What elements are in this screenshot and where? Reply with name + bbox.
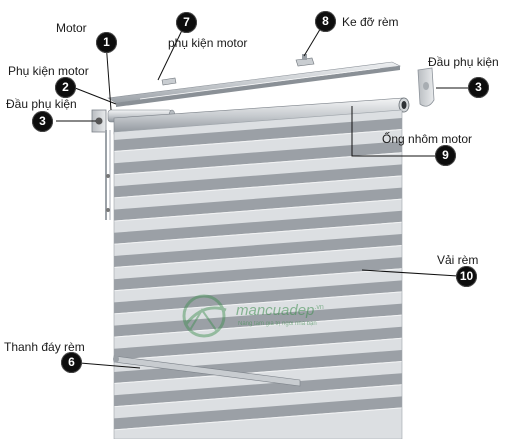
dark-stripe [114,187,402,221]
mounting-rail [107,61,402,107]
label-phu-kien-motor-left: Phụ kiện motor [8,64,89,78]
dark-stripe [114,234,402,267]
bracket-clip [295,54,315,67]
label-dau-phu-kien-left: Đầu phụ kiện [6,97,77,111]
stripe-highlight [113,291,403,315]
label-thanh-day-rem: Thanh đáy rèm [4,340,85,354]
marker-2: 2 [55,77,76,98]
label-dau-phu-kien-right: Đầu phụ kiện [428,55,499,69]
leader-lines [56,20,469,369]
marker-7: 7 [176,12,197,33]
stripe-highlight [113,268,403,292]
stripe-highlight [113,175,403,199]
marker-8: 8 [315,11,336,32]
marker-6: 6 [61,352,82,373]
label-vai-rem: Vải rèm [437,253,479,267]
stripe-highlight [113,407,403,431]
marker-10: 10 [456,266,477,287]
dark-stripe [114,257,402,291]
dark-stripe [114,164,402,198]
label-phu-kien-motor-top: phụ kiện motor [168,36,248,50]
aluminium-tube [113,97,410,135]
dark-stripe [114,396,402,430]
dark-stripe [114,280,402,314]
stripe-highlight [113,129,403,152]
dark-stripe [114,303,402,337]
dark-stripe [114,141,402,175]
right-end-cap [417,67,435,107]
zebra-fabric [113,109,403,439]
dark-stripe [114,210,402,244]
dark-stripe [114,118,402,151]
stripe-highlight [113,314,403,338]
left-end-cap [91,109,107,133]
stripe-highlight [113,221,403,245]
side-cord [105,130,111,220]
watermark-tagline: Nâng tầm giá trị ngôi nhà bạn [238,321,317,327]
marker-3-left: 3 [32,111,53,132]
stripe-highlight [113,361,403,384]
bottom-bar [113,355,301,387]
dark-stripe [114,350,402,383]
small-clip [161,77,177,86]
watermark-logo [182,294,227,338]
label-ke-do-rem: Ke đỡ rèm [342,15,399,29]
label-ong-nhom-motor: Ống nhôm motor [382,132,473,146]
dark-stripe [114,373,402,407]
marker-9: 9 [435,145,456,166]
stripe-highlight [113,384,403,408]
dark-stripe [114,326,402,360]
stripe-highlight [113,245,403,268]
marker-3-right: 3 [468,77,489,98]
watermark-brand: mancuadep.vn [236,302,324,319]
label-motor: Motor [56,21,87,35]
stripe-highlight [113,337,403,361]
stripe-highlight [113,198,403,222]
marker-1: 1 [96,32,117,53]
